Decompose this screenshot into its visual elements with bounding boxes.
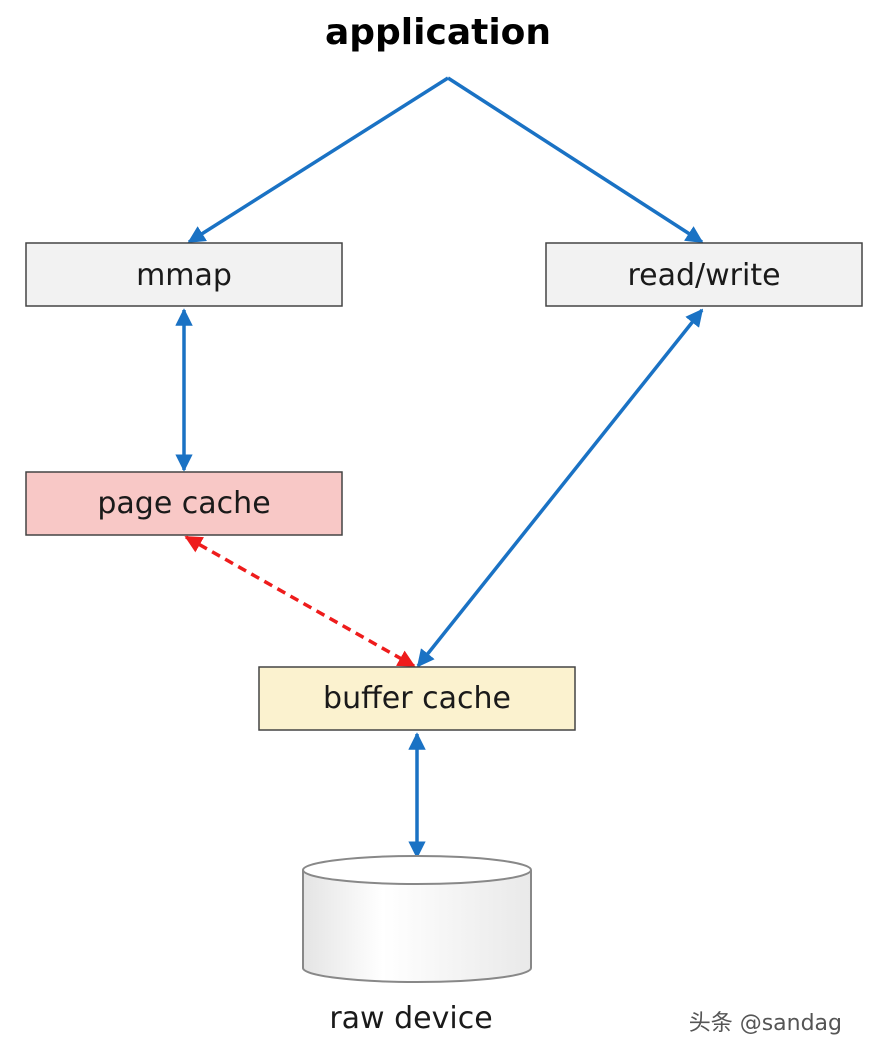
- read-write-box: [545, 242, 863, 307]
- dashed-arrow-page-cache-buffer-cache: [184, 535, 416, 668]
- mmap-label: mmap: [136, 258, 232, 293]
- mmap-box: [25, 242, 343, 307]
- watermark-text: 头条 @sandag: [689, 1011, 842, 1036]
- page-cache-box: [25, 471, 343, 536]
- arrow-read-write-buffer-cache: [416, 308, 704, 668]
- arrow-application-to-mmap: [187, 76, 449, 244]
- buffer-cache-label: buffer cache: [323, 681, 511, 716]
- mmap-node: mmap: [25, 242, 343, 307]
- buffer-cache-node: buffer cache: [258, 666, 576, 731]
- read-write-label: read/write: [627, 258, 780, 293]
- application-arrows: [187, 76, 704, 244]
- raw-device-cylinder-icon: [302, 855, 532, 983]
- page-cache-label: page cache: [97, 486, 270, 521]
- arrow-application-to-read-write: [447, 76, 704, 244]
- buffer-cache-box: [258, 666, 576, 731]
- raw-device-label: raw device: [329, 1001, 492, 1036]
- diagram-title: application: [325, 12, 551, 53]
- page-cache-node: page cache: [25, 471, 343, 536]
- read-write-node: read/write: [545, 242, 863, 307]
